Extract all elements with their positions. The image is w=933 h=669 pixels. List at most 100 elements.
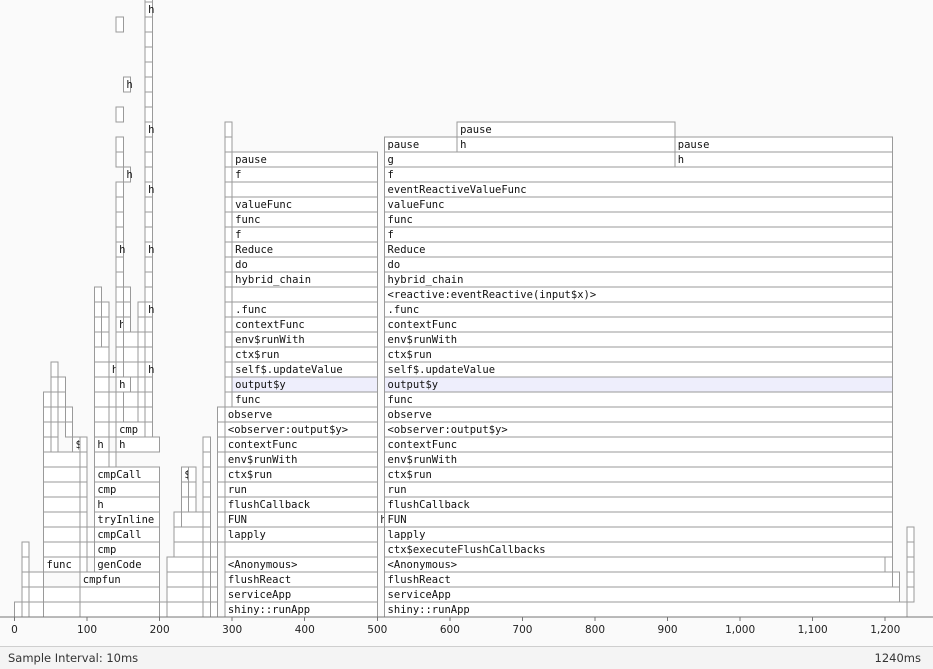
flame-cell-rect[interactable] (144, 76, 153, 93)
flame-cell[interactable]: run (224, 481, 378, 498)
flame-cell-rect[interactable] (180, 481, 190, 498)
flame-cell[interactable] (224, 136, 233, 153)
flame-cell[interactable] (209, 556, 219, 573)
flame-cell[interactable] (79, 481, 88, 498)
flame-cell[interactable]: lapply (224, 526, 378, 543)
flame-cell-rect[interactable] (144, 0, 153, 3)
flame-cell-rect[interactable] (50, 421, 59, 438)
flame-cell-rect[interactable] (209, 541, 219, 558)
flame-cell-rect[interactable] (93, 301, 103, 318)
flame-cell[interactable] (224, 541, 378, 558)
flame-cell[interactable] (57, 376, 66, 393)
flame-cell-rect[interactable] (57, 406, 66, 423)
flame-cell-rect[interactable] (202, 466, 211, 483)
flame-cell-rect[interactable] (93, 391, 110, 408)
flame-cell[interactable] (217, 421, 226, 438)
flame-cell[interactable] (137, 346, 146, 363)
flame-cell-rect[interactable] (122, 331, 139, 348)
flame-cell-rect[interactable] (202, 541, 211, 558)
flame-cell[interactable] (79, 586, 161, 603)
flame-cell-rect[interactable] (144, 376, 153, 393)
flame-cell-rect[interactable] (144, 331, 153, 348)
flame-cell-rect[interactable] (224, 331, 233, 348)
flame-cell-rect[interactable] (144, 271, 153, 288)
flame-cell-rect[interactable] (21, 571, 30, 588)
flame-cell[interactable] (224, 241, 233, 258)
flame-cell[interactable] (50, 361, 59, 378)
flame-cell-rect[interactable] (224, 316, 233, 333)
flame-cell-rect[interactable] (188, 496, 197, 513)
flame-cell[interactable]: <reactive:eventReactive(input$x)> (384, 286, 893, 303)
flame-cell-rect[interactable] (137, 331, 146, 348)
flame-cell[interactable] (231, 286, 378, 303)
flame-cell[interactable]: f (231, 226, 378, 243)
flame-cell[interactable]: h (456, 136, 676, 153)
flame-cell[interactable] (144, 76, 153, 93)
flame-cell-rect[interactable] (217, 421, 226, 438)
flame-cell-rect[interactable] (144, 421, 153, 438)
flame-cell-rect[interactable] (43, 436, 52, 453)
flame-cell[interactable]: hybrid_chain (384, 271, 893, 288)
flame-cell[interactable] (224, 316, 233, 333)
flame-cell[interactable] (115, 286, 124, 303)
flame-cell[interactable]: ctx$run (384, 466, 893, 483)
flame-cell-rect[interactable] (384, 151, 676, 168)
flame-cell[interactable] (101, 331, 110, 348)
flame-cell[interactable] (217, 406, 226, 423)
flame-cell[interactable] (50, 376, 59, 393)
flame-cell[interactable]: self$.updateValue (231, 361, 378, 378)
flame-cell[interactable] (144, 286, 153, 303)
flame-cell[interactable] (122, 391, 139, 408)
flame-cell-rect[interactable] (79, 451, 88, 468)
flame-cell[interactable]: h (122, 166, 133, 183)
flame-cell-rect[interactable] (209, 601, 219, 618)
flame-cell-rect[interactable] (202, 601, 211, 618)
flame-cell-rect[interactable] (79, 601, 161, 618)
flame-cell[interactable]: cmp (115, 421, 146, 438)
flame-cell-rect[interactable] (217, 451, 226, 468)
flame-cell[interactable] (144, 16, 153, 33)
flame-cell-rect[interactable] (384, 571, 893, 588)
flame-cell-rect[interactable] (166, 586, 204, 603)
flame-cell[interactable] (217, 481, 226, 498)
flame-cell-rect[interactable] (93, 316, 103, 333)
flame-cell[interactable]: h (144, 301, 154, 318)
flame-cell[interactable] (115, 331, 124, 348)
flame-cell-rect[interactable] (144, 316, 153, 333)
flame-cell[interactable]: func (43, 556, 81, 573)
flame-cell[interactable] (130, 376, 139, 393)
flame-cell-rect[interactable] (906, 586, 915, 603)
flame-cell-rect[interactable] (209, 556, 219, 573)
flame-cell-rect[interactable] (209, 586, 219, 603)
flame-cell-rect[interactable] (122, 346, 139, 363)
flame-cell[interactable]: <observer:output$y> (224, 421, 378, 438)
flame-cell-rect[interactable] (122, 286, 132, 303)
flame-cell[interactable]: g (384, 151, 676, 168)
flame-cell-rect[interactable] (384, 316, 893, 333)
flame-cell[interactable]: <Anonymous> (384, 556, 886, 573)
flame-cell[interactable] (122, 361, 139, 378)
flame-cell-rect[interactable] (144, 16, 153, 33)
flame-cell-rect[interactable] (43, 496, 81, 513)
flame-cell-rect[interactable] (674, 136, 893, 153)
flame-cell-rect[interactable] (21, 556, 30, 573)
flame-cell-rect[interactable] (115, 286, 124, 303)
flame-cell[interactable]: h (93, 436, 110, 453)
flame-cell-rect[interactable] (173, 526, 204, 543)
flame-cell[interactable] (43, 466, 81, 483)
flame-cell[interactable] (93, 331, 103, 348)
flame-cell[interactable] (93, 406, 110, 423)
flame-cell[interactable] (137, 376, 146, 393)
flame-cell-rect[interactable] (188, 466, 197, 483)
flame-cell-rect[interactable] (14, 601, 23, 618)
flame-cell[interactable]: h (674, 151, 893, 168)
flame-cell[interactable] (173, 526, 204, 543)
flame-cell[interactable]: cmpCall (93, 466, 161, 483)
flame-cell[interactable]: contextFunc (384, 436, 893, 453)
flame-cell[interactable] (115, 406, 124, 423)
flame-cell[interactable] (28, 586, 45, 603)
flame-cell-rect[interactable] (231, 166, 378, 183)
flame-cell[interactable]: observe (224, 406, 378, 423)
flame-cell[interactable]: flushCallback (224, 496, 378, 513)
flame-cell-rect[interactable] (137, 361, 146, 378)
